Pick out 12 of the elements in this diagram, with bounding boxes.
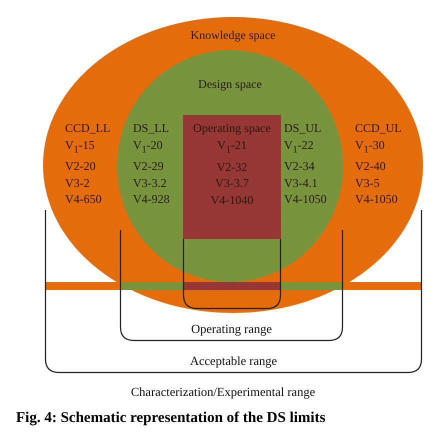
region-title: Knowledge space xyxy=(190,27,276,44)
region-title: Design space xyxy=(197,76,263,92)
limit-values: DS_LL V$_{1}$-20 V2-29 V3-3.2 V4-928 xyxy=(133,120,170,208)
range-label: Characterization/Experimental range xyxy=(130,384,316,400)
limit-values: V$_{1}$-21 V2-32 V3-3.7 V4-1040 xyxy=(210,137,254,208)
range-label: Operating range xyxy=(190,320,273,337)
figure-caption: Fig. 4: Schematic representation of the DS limits xyxy=(16,410,326,426)
limit-values: CCD_LL V$_{1}$-15 V2-20 V3-2 V4-650 xyxy=(65,120,110,208)
limit-values: DS_UL V$_{1}$-22 V2-34 V3-4.1 V4-1050 xyxy=(284,120,327,208)
range-label: Acceptable range xyxy=(188,352,278,369)
region-title: Operating space xyxy=(192,120,272,136)
limit-values: CCD_UL V$_{1}$-30 V2-40 V3-5 V4-1050 xyxy=(355,120,402,208)
